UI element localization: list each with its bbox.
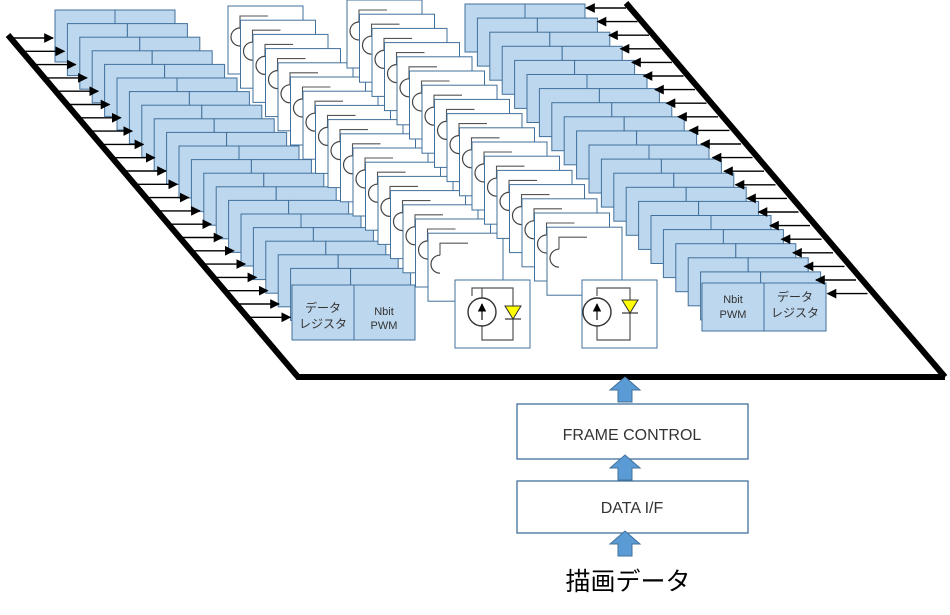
data-register-label-line1: データ: [305, 300, 341, 315]
current-source-arc: [399, 78, 410, 98]
current-source-arc: [386, 64, 397, 84]
current-source-arc: [374, 49, 385, 69]
right-front-register: Nbit PWM データ レジスタ: [701, 282, 827, 332]
right-pwm-label-line1: Nbit: [723, 294, 743, 306]
current-source-arc: [330, 141, 341, 161]
right-data-register-label-line1: データ: [777, 289, 813, 304]
current-source-arc: [511, 206, 522, 226]
pixel-cell-column-1: [227, 5, 504, 302]
current-source-arc: [230, 27, 241, 47]
current-source-arc: [267, 70, 278, 90]
up-arrow-to-data-if: [608, 530, 642, 557]
up-arrow-to-frame-control: [608, 454, 642, 481]
pixel-cell-column-2: [346, 0, 623, 296]
current-source-arc: [392, 212, 403, 232]
current-source-arc: [367, 183, 378, 203]
left-input-arrows: [13, 33, 292, 323]
pixel-cell-front-1: [454, 279, 531, 349]
led-icon: [504, 305, 522, 320]
current-source-arc: [305, 112, 316, 132]
current-source-arc: [380, 197, 391, 217]
current-source-arc: [461, 149, 472, 169]
current-source-arc: [255, 55, 266, 75]
cell-wire: [439, 242, 468, 256]
cell-wire: [558, 236, 587, 250]
frame-control-box: [516, 403, 749, 460]
current-source-arc: [405, 226, 416, 246]
current-source-arc: [436, 120, 447, 140]
right-data-register-label-line2: レジスタ: [771, 306, 819, 320]
current-source-arc: [242, 41, 253, 61]
current-source-arc: [355, 169, 366, 189]
current-source-arc: [449, 135, 460, 155]
current-source-arc: [411, 92, 422, 112]
current-source-arc: [486, 177, 497, 197]
current-source-arc: [280, 84, 291, 104]
current-source-arc: [524, 220, 535, 240]
right-pwm-label-line2: PWM: [720, 309, 747, 321]
data-if-box: [516, 480, 749, 534]
current-source-arc: [292, 98, 303, 118]
current-source-arc: [361, 35, 372, 55]
current-source-arc: [430, 254, 441, 274]
data-if-label: DATA I/F: [601, 500, 664, 517]
pwm-label-line2: PWM: [371, 320, 398, 332]
up-arrow-to-panel: [608, 376, 642, 403]
pixel-cell-front-2: [581, 279, 658, 349]
left-front-register: データ レジスタ Nbit PWM: [291, 284, 416, 341]
current-source-arc: [424, 106, 435, 126]
current-source-arc: [417, 240, 428, 260]
frame-control-label: FRAME CONTROL: [563, 427, 702, 444]
current-source-arc: [474, 163, 485, 183]
left-register-stack: [54, 9, 412, 321]
current-source-arc: [349, 21, 360, 41]
input-data-caption: 描画データ: [565, 567, 690, 596]
pwm-label-line1: Nbit: [374, 306, 394, 318]
led-icon: [621, 299, 639, 314]
right-input-arrows: [585, 3, 868, 299]
current-source-arc: [536, 234, 547, 254]
current-source-arc: [499, 191, 510, 211]
data-register-label-line2: レジスタ: [299, 317, 347, 331]
current-source-arc: [342, 155, 353, 175]
current-source-arc: [549, 248, 560, 268]
panel-frame: [5, 33, 945, 380]
current-source-arc: [317, 126, 328, 146]
